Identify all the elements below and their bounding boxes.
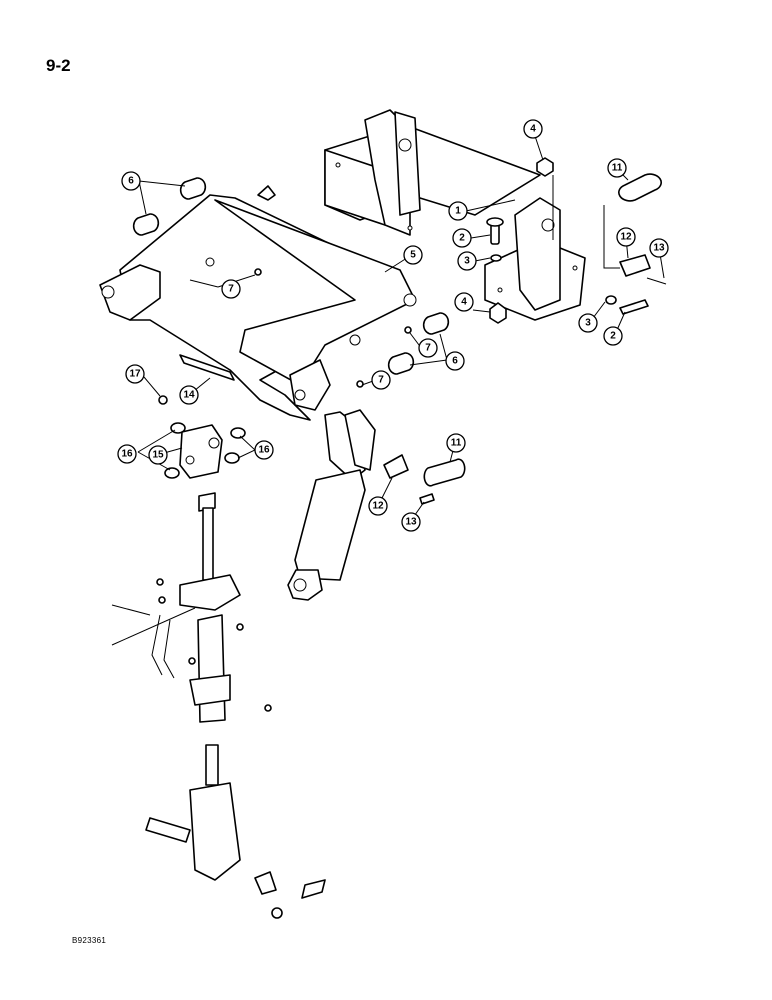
callout-1: 1 — [448, 201, 468, 221]
svg-text:11: 11 — [451, 438, 462, 449]
callout-3-lower: 3 — [578, 313, 598, 333]
callout-16-left: 16 — [117, 444, 137, 464]
callout-4-lower: 4 — [454, 292, 474, 312]
callout-13-upper: 13 — [649, 238, 669, 258]
callout-2-upper: 2 — [452, 228, 472, 248]
svg-text:11: 11 — [612, 163, 623, 174]
svg-text:3: 3 — [585, 318, 591, 329]
callout-11-lower: 11 — [446, 433, 466, 453]
svg-text:6: 6 — [128, 176, 134, 187]
svg-text:5: 5 — [410, 250, 416, 261]
svg-text:3: 3 — [464, 256, 470, 267]
svg-text:13: 13 — [405, 517, 417, 528]
swing-frame — [99, 185, 417, 421]
svg-text:16: 16 — [121, 449, 133, 460]
svg-text:4: 4 — [461, 297, 467, 308]
svg-text:15: 15 — [152, 450, 164, 461]
callout-4-upper: 4 — [523, 119, 543, 139]
svg-text:12: 12 — [372, 501, 384, 512]
callout-2-lower: 2 — [603, 326, 623, 346]
callout-14: 14 — [179, 385, 199, 405]
svg-text:13: 13 — [653, 243, 665, 254]
page-number: 9-2 — [46, 56, 71, 75]
callout-15: 15 — [148, 445, 168, 465]
callout-7-lower: 7 — [371, 370, 391, 390]
callout-11-upper: 11 — [607, 158, 627, 178]
grease-fittings — [158, 268, 412, 405]
linkage-assembly — [111, 492, 326, 919]
callout-6-lower: 6 — [445, 351, 465, 371]
callout-5: 5 — [403, 245, 423, 265]
callout-7-upper: 7 — [221, 279, 241, 299]
svg-text:7: 7 — [378, 375, 384, 386]
callout-7-middle: 7 — [418, 338, 438, 358]
svg-text:2: 2 — [459, 233, 465, 244]
bushings — [132, 177, 450, 375]
svg-text:7: 7 — [228, 284, 234, 295]
figure-code: B923361 — [72, 936, 107, 945]
mount-bracket — [324, 109, 586, 321]
callout-3-upper: 3 — [457, 251, 477, 271]
hardware-upper — [486, 157, 667, 324]
callout-12-upper: 12 — [616, 227, 636, 247]
svg-text:14: 14 — [183, 390, 195, 401]
callout-6-upper: 6 — [121, 171, 141, 191]
svg-text:6: 6 — [452, 356, 458, 367]
svg-text:4: 4 — [530, 124, 536, 135]
svg-text:2: 2 — [610, 331, 616, 342]
svg-text:17: 17 — [129, 369, 141, 380]
svg-text:12: 12 — [620, 232, 632, 243]
callout-12-lower: 12 — [368, 496, 388, 516]
hydraulic-cylinder — [287, 409, 466, 601]
leader-lines — [137, 129, 665, 523]
callout-17: 17 — [125, 364, 145, 384]
svg-text:16: 16 — [258, 445, 270, 456]
callout-16-right: 16 — [254, 440, 274, 460]
pin-14 — [179, 354, 235, 381]
callout-13-lower: 13 — [401, 512, 421, 532]
svg-text:1: 1 — [455, 206, 461, 217]
svg-text:7: 7 — [425, 343, 431, 354]
pivot-block — [164, 422, 246, 479]
